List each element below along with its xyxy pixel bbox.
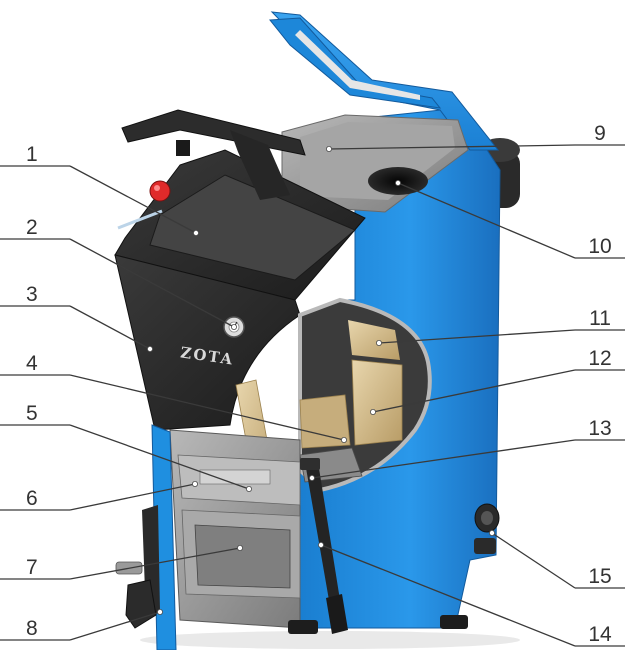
- callout-target-dot: [192, 229, 199, 236]
- callout-number: 14: [588, 623, 612, 646]
- callout-number: 6: [26, 487, 38, 510]
- callout-13: 13: [308, 417, 625, 481]
- top-lever-arm: [121, 109, 306, 200]
- control-knob: [149, 180, 171, 202]
- top-inspection-panel: [149, 174, 356, 281]
- callout-7: 7: [0, 545, 243, 580]
- callout-number: 2: [26, 216, 38, 239]
- firebox-brick: [299, 394, 351, 449]
- callout-target-dot: [394, 179, 401, 186]
- hatch-inner-plate: [295, 30, 420, 100]
- callout-10: 10: [394, 179, 625, 259]
- sensor-probe: [117, 209, 163, 230]
- callout-target-dot: [191, 480, 198, 487]
- callout-target-dot: [230, 323, 237, 330]
- callout-number: 12: [588, 347, 611, 370]
- callout-target-dot: [375, 339, 382, 346]
- callout-leader: [328, 144, 576, 150]
- callout-15: 15: [488, 530, 625, 589]
- callout-target-dot: [146, 345, 153, 352]
- heat-exchanger-wall: [351, 359, 403, 446]
- callout-leader: [69, 238, 235, 328]
- callout-number: 1: [26, 143, 38, 166]
- callout-leader: [372, 369, 576, 413]
- foot-right: [440, 615, 468, 629]
- callout-leader: [69, 165, 197, 234]
- callout-number: 5: [26, 402, 38, 425]
- callout-12: 12: [369, 347, 625, 415]
- callout-1: 1: [0, 143, 199, 236]
- callout-target-dot: [236, 545, 243, 552]
- callout-number: 13: [588, 417, 611, 440]
- floor-shadow: [140, 631, 520, 649]
- callout-target-dot: [245, 485, 252, 492]
- callout-leader: [320, 544, 576, 647]
- heat-exchanger-top: [348, 320, 400, 360]
- callout-leader: [69, 611, 161, 641]
- callout-2: 2: [0, 216, 237, 330]
- callout-9: 9: [325, 122, 625, 152]
- callout-leader: [69, 374, 345, 441]
- callout-number: 9: [594, 122, 606, 145]
- poker-lever: [300, 458, 348, 634]
- callout-14: 14: [317, 542, 625, 647]
- callout-8: 8: [0, 609, 163, 641]
- callout-leader: [311, 439, 576, 479]
- callout-number: 11: [589, 307, 611, 330]
- callout-leader: [397, 182, 576, 259]
- callout-leader: [491, 532, 576, 589]
- callout-target-dot: [488, 530, 495, 537]
- callout-number: 7: [26, 556, 38, 579]
- callout-leader: [69, 547, 241, 580]
- callout-6: 6: [0, 480, 198, 511]
- callout-number: 10: [588, 235, 611, 258]
- grate-slot: [199, 469, 271, 485]
- callout-leader: [69, 305, 151, 350]
- callout-target-dot: [308, 474, 315, 481]
- callout-4: 4: [0, 352, 347, 443]
- ash-pan: [194, 524, 291, 589]
- callout-number: 3: [26, 283, 38, 306]
- callout-number: 8: [26, 617, 38, 640]
- callout-number: 15: [588, 565, 611, 588]
- callout-target-dot: [369, 408, 376, 415]
- callout-number: 4: [26, 352, 38, 375]
- hopper-inner-shadow: [300, 122, 455, 200]
- callout-leader: [69, 483, 196, 511]
- foot-left: [288, 620, 318, 634]
- water-fitting: [474, 503, 500, 554]
- callout-target-dot: [317, 542, 324, 549]
- callout-leader: [69, 424, 250, 490]
- callout-target-dot: [156, 609, 163, 616]
- callout-leader: [378, 329, 576, 344]
- callout-5: 5: [0, 402, 252, 492]
- open-hatch-frame: [269, 17, 442, 109]
- callout-11: 11: [375, 307, 625, 346]
- callout-target-dot: [325, 145, 332, 152]
- callout-target-dot: [340, 436, 347, 443]
- callout-3: 3: [0, 283, 153, 352]
